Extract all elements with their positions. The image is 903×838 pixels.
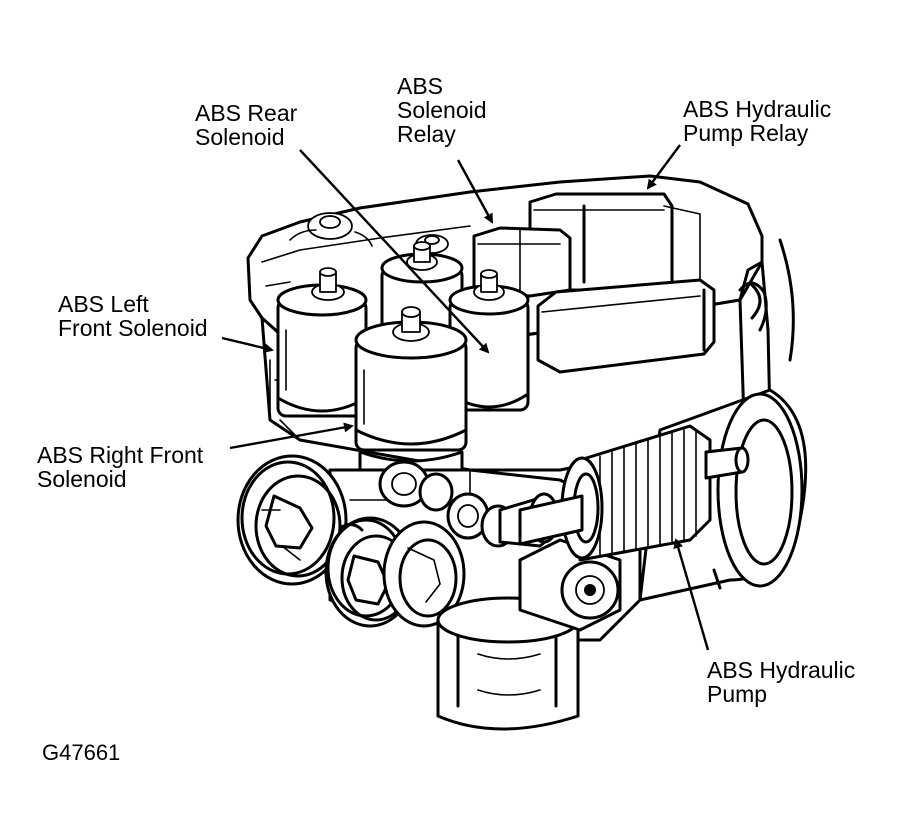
label-abs-left-front-solenoid: ABS Left Front Solenoid: [58, 292, 208, 340]
label-abs-right-front-solenoid: ABS Right Front Solenoid: [37, 443, 203, 491]
leader-solenoid-relay: [456, 159, 494, 224]
right-brake-fitting: [382, 520, 466, 628]
label-abs-hydraulic-pump: ABS Hydraulic Pump: [707, 658, 855, 706]
label-abs-rear-solenoid: ABS Rear Solenoid: [195, 101, 297, 149]
label-abs-solenoid-relay: ABS Solenoid Relay: [397, 74, 487, 146]
pump-outlet-fitting: [518, 538, 622, 632]
hydraulic-pump-motor: [518, 388, 808, 602]
leader-left-front-solenoid: [221, 336, 274, 353]
figure-id: G47661: [42, 740, 121, 765]
leader-hydraulic-pump: [673, 538, 710, 651]
label-line: Front Solenoid: [58, 315, 208, 341]
label-line: Solenoid: [397, 97, 487, 123]
relay-block-lower: [536, 278, 716, 374]
leader-lines: [221, 144, 710, 651]
left-brake-fitting: [236, 454, 348, 586]
label-abs-hydraulic-pump-relay: ABS Hydraulic Pump Relay: [683, 97, 831, 145]
left-front-solenoid: [276, 267, 368, 441]
leader-rear-solenoid: [299, 149, 490, 354]
label-line: Solenoid: [37, 466, 127, 492]
commutator-ridges: [599, 429, 697, 557]
right-rear-solenoid: [448, 269, 530, 412]
label-line: ABS Left: [58, 291, 149, 317]
label-line: ABS Hydraulic: [683, 96, 832, 122]
label-line: Pump Relay: [683, 120, 809, 146]
label-line: Solenoid: [195, 124, 285, 150]
leader-right-front-solenoid: [229, 422, 354, 450]
label-line: ABS Rear: [195, 100, 298, 126]
label-line: Pump: [707, 681, 768, 707]
label-line: ABS Right Front: [37, 442, 204, 468]
label-line: ABS Hydraulic: [707, 657, 856, 683]
label-line: ABS: [397, 73, 444, 99]
leader-pump-relay: [646, 144, 681, 190]
label-line: Relay: [397, 121, 456, 147]
